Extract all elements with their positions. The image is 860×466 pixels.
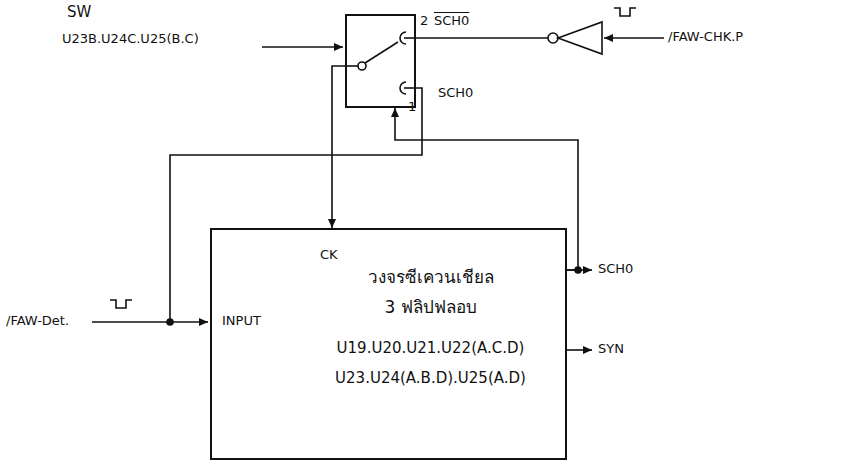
input-wire [262,46,343,48]
syn-output-wire [567,349,592,351]
fawchk-wire [604,37,664,39]
signal-label: SCH0 [434,14,469,29]
signal-connector [395,108,578,270]
signal-label: /FAW-Det. [6,314,69,329]
pin-label: INPUT [222,314,261,329]
signal-label: U23B.U24C.U25(B.C) [62,32,199,47]
signal-label: SCH0 [438,86,473,101]
fawdet-wire [92,321,208,323]
box-text: U23.U24(A.B.D).U25(A.D) [335,370,526,387]
switch-box: SW [345,14,416,108]
switch-wiper [365,42,398,63]
box-text: วงจรซีเควนเชียล [368,268,494,288]
pin-label: CK [320,248,338,263]
box-text: U19.U20.U21.U22(A.C.D) [337,340,525,357]
junction-dot [167,319,173,325]
signal-label: SCH0 [598,262,633,277]
inverter-symbol [558,22,602,54]
signal-connector [332,66,345,228]
pulse-symbol [614,8,636,16]
signal-label: SYN [598,342,624,357]
switch-label: SW [67,4,91,21]
signal-label: 2 [420,14,428,29]
sequential-circuit-box: วงจรซีเควนเชียล 3 ฟลิปฟลอบ U19.U20.U21.U22… [210,228,567,460]
pulse-symbol [110,300,132,308]
contact-2-wire [416,37,548,39]
switch-pivot [358,62,366,70]
signal-label: 1 [408,100,416,115]
box-text: 3 ฟลิปฟลอบ [384,298,476,318]
signal-label: /FAW-CHK.P [668,30,743,45]
